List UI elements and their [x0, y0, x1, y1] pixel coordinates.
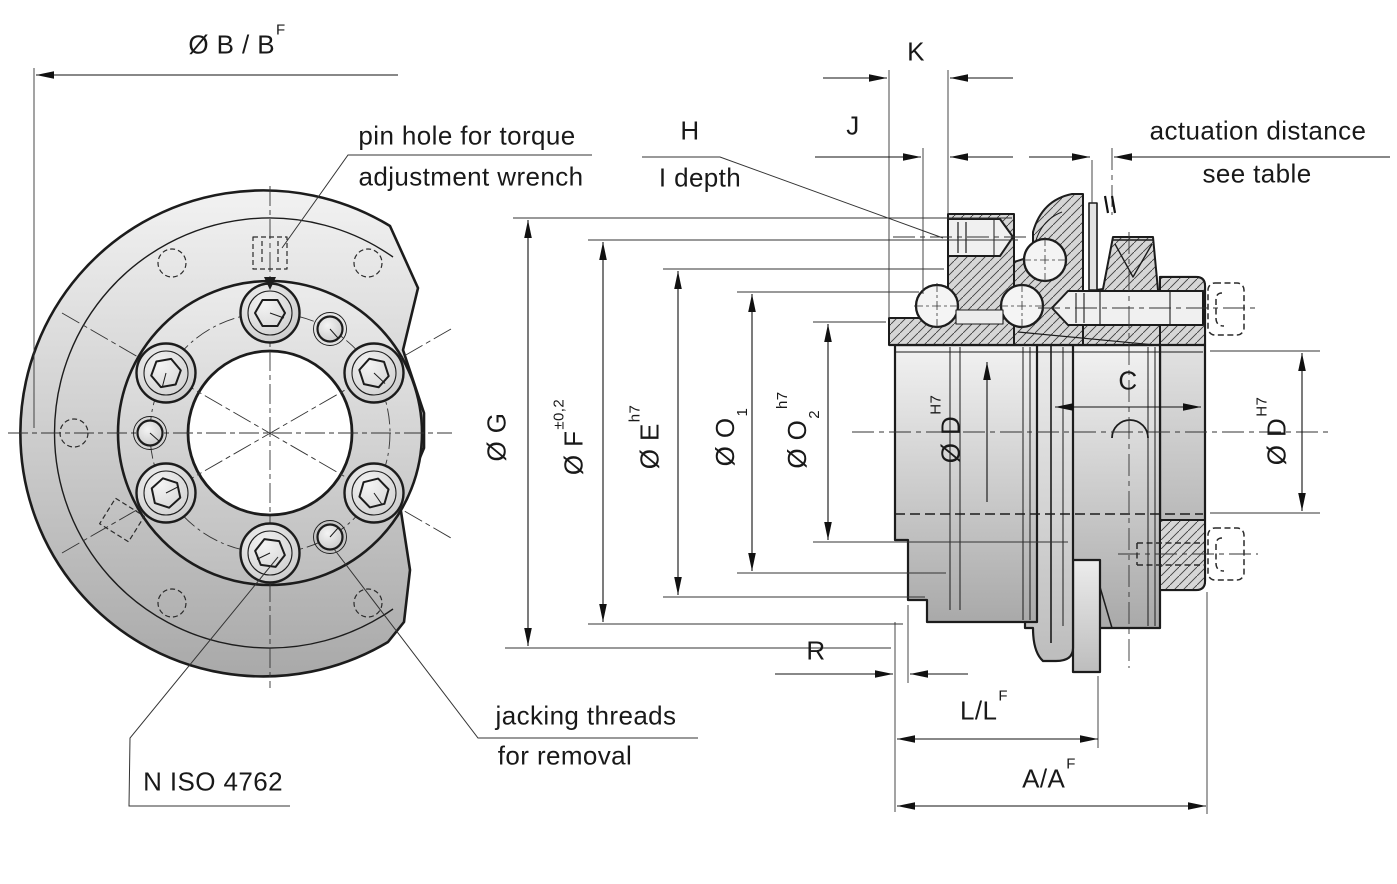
label-r: R [806, 635, 826, 666]
label-jacking-line2: for removal [497, 740, 633, 771]
dimension-lines [36, 71, 1390, 810]
label-pin-hole-line2: adjustment wrench [358, 161, 584, 192]
label-n-iso: N ISO 4762 [143, 766, 283, 797]
socket-screws [135, 282, 405, 584]
disc-v-socket [1113, 239, 1153, 278]
label-l: L/LF [960, 687, 1008, 726]
label-k: K [907, 36, 925, 67]
leader-lines [128, 154, 944, 807]
jacking-thread-holes [133, 312, 347, 554]
leader-pin-hole [281, 154, 592, 249]
set-screw [947, 218, 1014, 257]
leader-n-iso [128, 556, 290, 807]
leader-jacking [333, 548, 698, 739]
flange-bottom-section [1159, 519, 1206, 591]
front-view [8, 186, 452, 688]
label-actuation-line2: see table [1202, 158, 1312, 189]
hub-slot-lines [949, 347, 1156, 626]
label-dia-f: Ø F±0,2 [550, 398, 589, 476]
extension-lines [33, 68, 1320, 814]
label-c: C [1118, 365, 1138, 396]
pin-hole-arrow [264, 277, 276, 290]
leader-h-i-depth [642, 156, 944, 239]
label-dia-o1: Ø O1 [709, 407, 752, 467]
ball-centermarks [914, 237, 1068, 329]
label-actuation-line1: actuation distance [1149, 115, 1367, 146]
label-dia-d-left: Ø DH7 [927, 394, 966, 464]
label-dia-g: Ø G [481, 412, 512, 462]
hub-skirt [1071, 558, 1102, 674]
taper-line [1017, 331, 1156, 346]
label-dia-o2: Ø O2h7 [774, 391, 824, 469]
skirt-edge [1099, 586, 1113, 629]
ball-cage-bar [955, 309, 1004, 325]
section-view [852, 148, 1330, 674]
hidden-pin-holes [59, 236, 383, 618]
cross-hole-arc [1111, 419, 1149, 439]
diaphragm-plate [1088, 202, 1098, 291]
label-dia-b: Ø B / BF [188, 21, 286, 60]
label-jacking-line1: jacking threads [495, 700, 677, 731]
label-i-depth: I depth [658, 162, 742, 193]
label-dia-e: Ø Eh7 [626, 404, 665, 470]
label-j: J [846, 110, 860, 141]
actuation-gap-mark [1103, 195, 1117, 214]
section-centerlines [852, 148, 1330, 668]
label-dia-d-right: Ø DH7 [1253, 396, 1292, 466]
label-h: H [680, 115, 700, 146]
label-a: A/AF [1022, 755, 1076, 794]
left-hub [893, 343, 1039, 624]
label-pin-hole-line1: pin hole for torque [358, 120, 576, 151]
